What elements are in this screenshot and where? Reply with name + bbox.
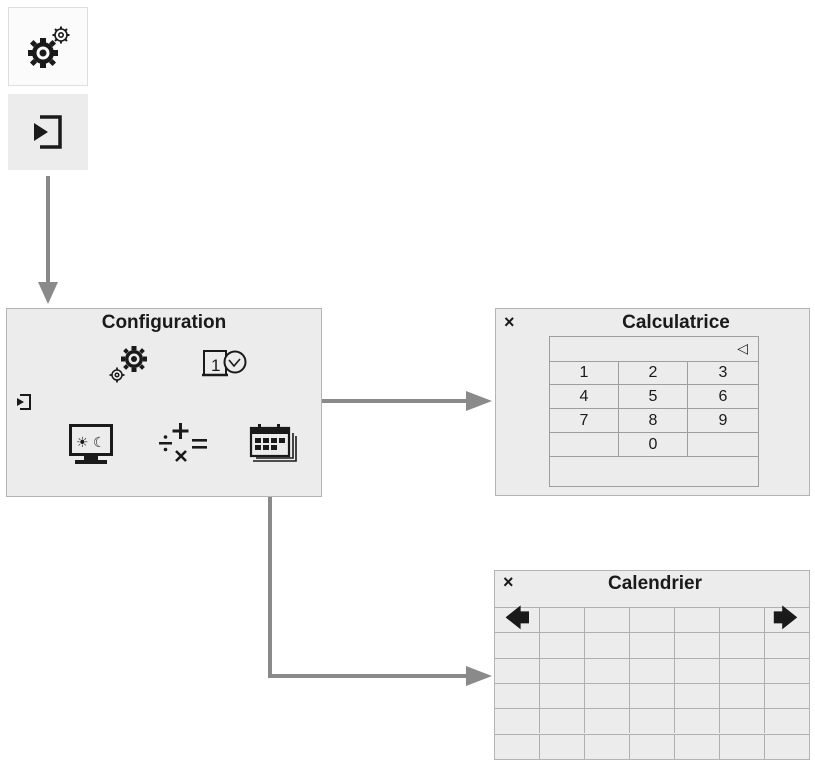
- arrow-config-to-calendar: [268, 474, 470, 678]
- svg-text:☀: ☀: [76, 435, 89, 451]
- calendar-cell: [720, 632, 765, 658]
- calendar-cell: [585, 607, 630, 633]
- calculator-key-2[interactable]: 2: [619, 361, 688, 385]
- calculator-display: ◁: [550, 337, 758, 362]
- arrowhead-right-calc: [466, 391, 492, 411]
- calendar-cell: [540, 733, 585, 759]
- calculator-key-empty: [688, 433, 758, 457]
- calendar-cell: [720, 708, 765, 734]
- close-icon[interactable]: ×: [504, 312, 515, 332]
- calendar-cell: [630, 657, 675, 683]
- calendar-title: Calendrier: [608, 573, 702, 594]
- calendar-cell: [630, 708, 675, 734]
- calculator-key-3[interactable]: 3: [688, 361, 758, 385]
- calendar-cell: [585, 657, 630, 683]
- svg-text:1: 1: [211, 356, 220, 375]
- calendar-cell: [495, 657, 540, 683]
- enter-icon: [30, 114, 66, 150]
- enter-icon[interactable]: [15, 393, 33, 411]
- calendar-cell: [495, 682, 540, 709]
- calendar-cell: [675, 607, 720, 633]
- calculator-key-6[interactable]: 6: [688, 385, 758, 409]
- calculator-icon[interactable]: [157, 417, 213, 467]
- calendar-cell: [765, 657, 809, 683]
- calendar-cell: [675, 657, 720, 683]
- calendar-cell: [540, 708, 585, 734]
- calculator-key-empty: [550, 433, 619, 457]
- calculator-key-7[interactable]: 7: [550, 409, 619, 433]
- calendar-window: × Calendrier 🡄🡆: [494, 570, 810, 760]
- calculator-key-0[interactable]: 0: [619, 433, 688, 457]
- calculator-key-4[interactable]: 4: [550, 385, 619, 409]
- calendar-cell: [720, 607, 765, 633]
- enter-button[interactable]: [8, 94, 88, 170]
- calendar-cell: [765, 733, 809, 759]
- calculator-key-9[interactable]: 9: [688, 409, 758, 433]
- calendar-cell: [765, 632, 809, 657]
- calendar-cell: [765, 708, 809, 733]
- calendar-cell: [630, 632, 675, 658]
- calendar-icon[interactable]: [249, 423, 297, 463]
- calendar-cell: [675, 733, 720, 759]
- date-time-icon[interactable]: 1: [202, 347, 250, 377]
- calendar-cell: [720, 657, 765, 683]
- calendar-cell: [765, 607, 809, 632]
- calendar-cell: [495, 607, 540, 633]
- settings-gears-icon[interactable]: [107, 344, 151, 384]
- calendar-cell: [585, 682, 630, 709]
- next-month-arrow-icon[interactable]: 🡆: [773, 605, 798, 632]
- calendar-cell: [630, 682, 675, 709]
- calendar-cell: [675, 682, 720, 709]
- previous-month-arrow-icon[interactable]: 🡄: [505, 605, 530, 632]
- calendar-cell: [765, 682, 809, 708]
- calendar-cell: [585, 632, 630, 658]
- calendar-cell: [630, 607, 675, 633]
- arrowhead-down: [38, 282, 58, 304]
- calendar-cell: [540, 682, 585, 709]
- calendar-cell: [540, 632, 585, 658]
- calculator-key-5[interactable]: 5: [619, 385, 688, 409]
- display-day-night-icon[interactable]: ☀ ☾: [67, 422, 117, 466]
- calendar-cell: [495, 708, 540, 734]
- calendar-cell: [540, 657, 585, 683]
- calendar-cell: [540, 607, 585, 633]
- calendar-cell: [720, 733, 765, 759]
- settings-button[interactable]: [8, 7, 88, 86]
- calendar-cell: [630, 733, 675, 759]
- calendar-cell: [675, 708, 720, 734]
- close-icon[interactable]: ×: [503, 572, 514, 592]
- configuration-menu: Configuration: [6, 308, 322, 497]
- calendar-cell: [585, 708, 630, 734]
- settings-gears-icon: [26, 25, 72, 71]
- calculator-key-8[interactable]: 8: [619, 409, 688, 433]
- svg-text:☾: ☾: [93, 435, 106, 451]
- calendar-cell: [675, 632, 720, 658]
- configuration-title: Configuration: [101, 312, 227, 333]
- calendar-cell: [495, 733, 540, 759]
- calendar-grid: 🡄🡆: [495, 607, 809, 759]
- calendar-cell: [585, 733, 630, 759]
- calendar-cell: [495, 632, 540, 658]
- calendar-cell: [720, 682, 765, 709]
- calculator-title: Calculatrice: [622, 312, 730, 333]
- arrowhead-right-cal: [466, 666, 492, 686]
- backspace-icon[interactable]: ◁: [737, 340, 748, 356]
- calculator-key-1[interactable]: 1: [550, 361, 619, 385]
